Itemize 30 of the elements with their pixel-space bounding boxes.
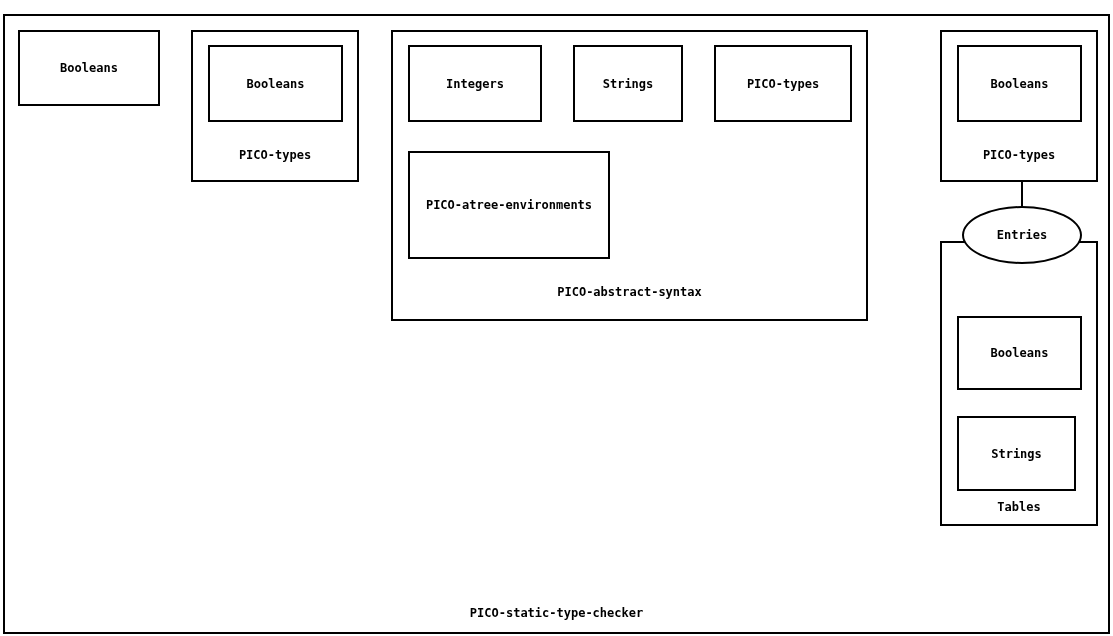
module-label: Booleans: [990, 346, 1049, 360]
module-label: PICO-types: [238, 148, 312, 162]
module-box: [957, 316, 1082, 390]
module-label: Strings: [602, 76, 654, 91]
module-box: [573, 45, 683, 122]
module-box: [940, 30, 1098, 182]
module-box: [408, 45, 542, 122]
module-box: [957, 45, 1082, 122]
module-label: Entries: [996, 228, 1048, 242]
module-label: PICO-static-type-checker: [469, 606, 644, 620]
module-box: [957, 416, 1076, 491]
module-box: [3, 14, 1110, 634]
module-box: [18, 30, 160, 106]
module-label: PICO-abstract-syntax: [557, 285, 702, 299]
module-label: Strings: [991, 446, 1042, 461]
module-box: [391, 30, 868, 321]
module-label: PICO-types: [746, 76, 820, 91]
module-label: PICO-types: [982, 148, 1056, 162]
module-label: PICO-atree-environments: [425, 197, 593, 214]
module-label: Booleans: [990, 76, 1049, 91]
module-label: Booleans: [246, 76, 305, 91]
module-box: [408, 151, 610, 259]
module-box: [940, 241, 1098, 526]
module-box: [714, 45, 852, 122]
module-box: [208, 45, 343, 122]
module-label: Integers: [446, 76, 504, 91]
module-box: [191, 30, 359, 182]
module-label: Booleans: [60, 61, 118, 75]
module-label: Tables: [997, 500, 1041, 514]
connector-line: [1021, 181, 1023, 207]
